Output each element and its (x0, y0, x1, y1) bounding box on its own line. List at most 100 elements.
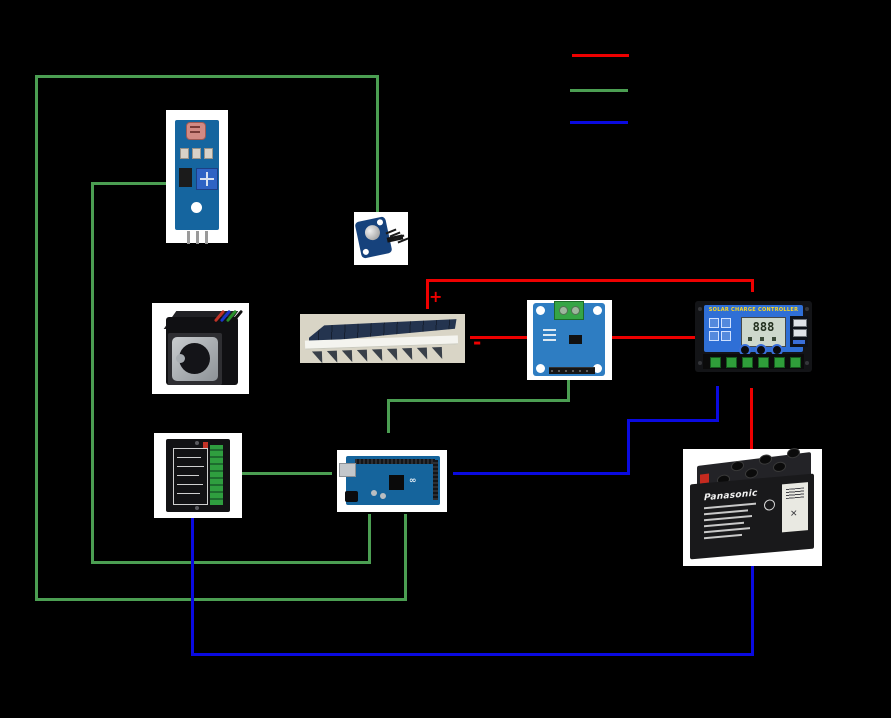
pin-header (549, 367, 595, 374)
panel-leg (371, 349, 383, 362)
current-sensor-ic (569, 335, 582, 344)
panel-leg (401, 348, 413, 361)
potentiometer-icon (196, 168, 218, 190)
lcd-icon (748, 337, 752, 341)
lcd-display: 888 (741, 317, 786, 347)
print-line (177, 466, 204, 467)
mounting-hole (376, 218, 384, 226)
controller-title: SOLAR CHARGE CONTROLLER (708, 307, 799, 313)
screw-terminal (774, 357, 785, 368)
wire-blue-segment (191, 513, 194, 656)
wire-blue-segment (627, 419, 719, 422)
print-line (177, 484, 203, 485)
legend-red-line (572, 54, 629, 57)
print-line (177, 475, 199, 476)
mode-icon (709, 318, 719, 328)
smd-component (204, 148, 213, 159)
stepper-driver (154, 433, 242, 518)
wire-blue-segment (716, 386, 719, 422)
smd-component (180, 148, 189, 159)
battery-cap (787, 447, 800, 459)
wire-red-segment (470, 336, 527, 339)
solar-panel (300, 314, 465, 364)
header-pin (196, 231, 199, 244)
wire-green-segment (91, 182, 94, 563)
stepper-motor (152, 303, 249, 394)
ir-sensor-can-icon (363, 223, 382, 242)
flange-screw (805, 361, 809, 365)
enclosure-screw (195, 441, 199, 445)
wire-green-segment (387, 399, 570, 402)
wire-green-segment (91, 182, 167, 185)
mounting-hole (536, 306, 545, 315)
enclosure-screw (195, 506, 199, 510)
spec-label: ✕ (782, 482, 808, 533)
legend-green-line (570, 89, 628, 92)
wire-green-segment (91, 561, 371, 564)
screw-terminal (742, 357, 753, 368)
comparator-ic (179, 168, 192, 187)
wire-green-segment (35, 598, 407, 601)
photoresistor-icon (186, 122, 206, 140)
battery: Panasonic ✕ (683, 447, 822, 566)
battery-cap (773, 461, 786, 473)
wire-green-segment (567, 378, 570, 402)
screw-terminal (790, 357, 801, 368)
wire-green-segment (368, 514, 371, 564)
wire-red-segment (751, 281, 754, 292)
print-line (177, 493, 200, 494)
arduino-mega: ∞ (337, 450, 447, 512)
wire-green-segment (376, 75, 379, 214)
header-pin (205, 231, 208, 244)
mounting-hole (536, 364, 545, 373)
mode-icon (721, 318, 731, 328)
usb-ports (790, 316, 808, 347)
mounting-hole (362, 248, 370, 256)
screw-terminal (710, 357, 721, 368)
wire-green-segment (35, 75, 38, 601)
panel-leg (431, 347, 443, 360)
capacitor (380, 493, 386, 499)
panel-leg (386, 348, 398, 361)
ir-temp-sensor-module (354, 212, 409, 265)
mounting-hole (593, 306, 602, 315)
wire-red-segment (426, 279, 754, 282)
battery-cap (759, 453, 772, 466)
x-mark-icon: ✕ (790, 509, 798, 520)
battery-brand: Panasonic (704, 488, 758, 504)
usb-connector-icon (339, 463, 356, 477)
silkscreen-text (543, 329, 556, 331)
wire-blue-segment (191, 653, 754, 656)
mounting-hole (593, 364, 602, 373)
wire-green-segment (236, 472, 332, 475)
panel-leg (356, 349, 368, 362)
current-sensor-module (527, 300, 612, 380)
terminal-screw (559, 306, 568, 315)
label-line (704, 533, 742, 540)
lcd-icon (772, 337, 776, 341)
wire-red-segment (426, 279, 429, 309)
panel-leg (416, 347, 428, 360)
mounting-hole (191, 202, 202, 213)
screw-terminal (758, 357, 769, 368)
wire-blue-segment (751, 562, 754, 656)
flange-screw (698, 307, 702, 311)
panel-leg (326, 350, 338, 364)
print-line (177, 457, 201, 458)
header-pin (187, 231, 190, 244)
wire-blue-segment (453, 472, 629, 475)
mcu-chip (389, 475, 404, 490)
label-line (704, 509, 748, 516)
silkscreen-text (543, 339, 556, 341)
mode-icon (709, 331, 719, 341)
solar-minus-label: - (473, 330, 482, 354)
screw-terminal (554, 301, 584, 320)
label-line (704, 521, 744, 528)
mode-icon (721, 331, 731, 341)
power-led (203, 442, 208, 448)
battery-front-face: Panasonic ✕ (690, 473, 814, 560)
lcd-digits: 888 (752, 320, 775, 334)
label-line (704, 527, 750, 534)
